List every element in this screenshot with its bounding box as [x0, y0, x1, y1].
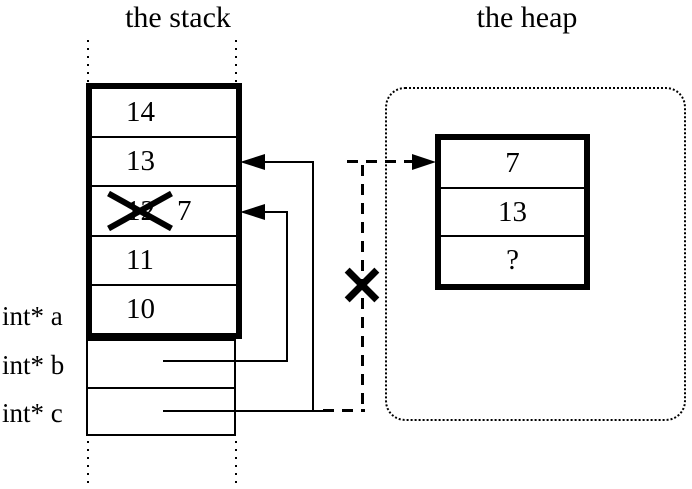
pointer-b-arrowhead-icon [240, 204, 265, 220]
stack-cell-value: 11 [126, 243, 154, 276]
var-label-b: int* b [2, 350, 65, 380]
stack-cell-new-value: 7 [177, 194, 192, 227]
stack-cell-overwritten: 12 7 [92, 185, 236, 234]
stack-cell-14: 14 [92, 89, 236, 136]
heap-region-boundary [385, 87, 686, 421]
pointer-c-line-horizontal [163, 410, 323, 412]
stack-guide-top-left [87, 40, 89, 84]
heap-arrowhead-icon [412, 154, 436, 170]
heap-cell-7: 7 [441, 140, 584, 187]
stack-cell-13: 13 [92, 136, 236, 185]
pointer-b-line-horizontal [163, 360, 288, 362]
stack-cell-value: 14 [126, 96, 155, 129]
pointer-cell-c [88, 386, 234, 435]
stack-title: the stack [125, 1, 231, 34]
pointer-c-arrowhead-icon [240, 154, 265, 170]
heap-title: the heap [476, 1, 578, 34]
heap-cell-value: 7 [505, 146, 520, 179]
heap-cell-value: ? [506, 244, 519, 277]
stack-guide-bottom-left [87, 441, 89, 488]
stack-guide-top-right [235, 40, 237, 84]
stack-cell-10: 10 [92, 283, 236, 333]
var-label-c: int* c [2, 398, 63, 428]
heap-cell-unknown: ? [441, 235, 584, 284]
stack-pointer-cells [86, 339, 236, 436]
old-heap-pointer-dash-bottom [323, 409, 365, 412]
stack-cell-11: 11 [92, 234, 236, 284]
heap-frame: 7 13 ? [435, 134, 590, 290]
pointer-c-line-vertical [312, 161, 314, 412]
pointer-c-line-into-stack [260, 161, 314, 163]
stack-cell-value: 10 [126, 292, 155, 325]
pointer-b-line-vertical [286, 211, 288, 362]
var-label-a: int* a [2, 301, 63, 331]
invalid-pointer-x-icon [344, 267, 380, 303]
stack-frame: 14 13 12 7 11 10 [86, 83, 242, 339]
stack-cell-value: 13 [126, 145, 155, 178]
stack-cell-old-value: 12 [126, 194, 155, 227]
stack-guide-bottom-right [235, 441, 237, 488]
heap-cell-value: 13 [498, 195, 527, 228]
old-heap-pointer-dash-top [347, 160, 414, 163]
pointer-b-line-into-stack [260, 211, 288, 213]
heap-cell-13: 13 [441, 186, 584, 236]
pointer-cell-b [88, 341, 234, 387]
